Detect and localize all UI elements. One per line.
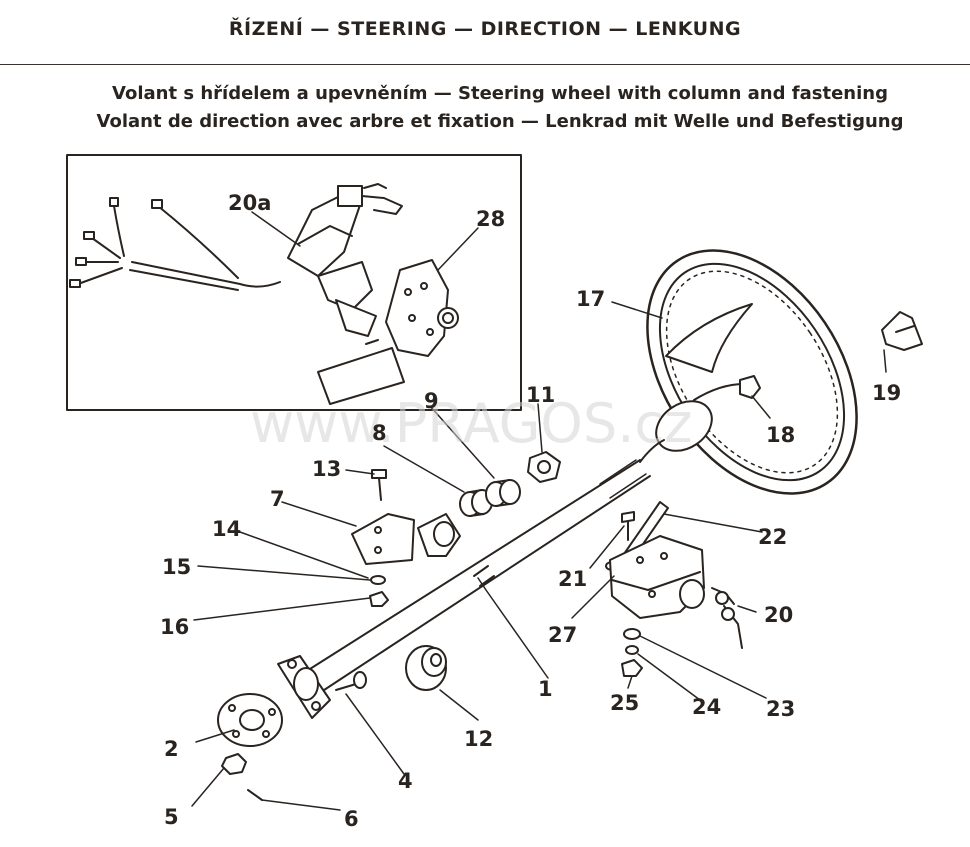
label-part-23: 23 [766, 697, 795, 721]
nut-25 [621, 659, 643, 677]
watermark: www.PRAGOS.cz [250, 392, 692, 455]
label-part-7: 7 [270, 487, 285, 511]
bolt-4 [335, 671, 367, 691]
nut-11 [527, 451, 561, 483]
label-part-9: 9 [424, 389, 439, 413]
subtitle-line-1: Volant s hřídelem a upevněním — Steering… [112, 83, 888, 104]
nut-16 [369, 591, 389, 607]
label-part-28: 28 [476, 207, 505, 231]
label-part-27: 27 [548, 623, 577, 647]
label-part-2: 2 [164, 737, 179, 761]
bracket-7 [351, 513, 461, 565]
label-part-8: 8 [372, 421, 387, 445]
label-part-5: 5 [164, 805, 179, 829]
label-part-25: 25 [610, 691, 639, 715]
horn-cover-19 [881, 311, 923, 351]
bolt-21 [621, 511, 635, 541]
label-part-19: 19 [872, 381, 901, 405]
label-part-6: 6 [344, 807, 359, 831]
washer-24 [625, 645, 639, 655]
label-part-22: 22 [758, 525, 787, 549]
washer-15 [370, 575, 386, 585]
column-shroud-inset [317, 339, 405, 405]
steering-wheel [639, 249, 858, 495]
label-part-14: 14 [212, 517, 241, 541]
inset-box [66, 154, 522, 411]
label-part-12: 12 [464, 727, 493, 751]
bracket-inset [385, 259, 459, 357]
label-part-1: 1 [538, 677, 553, 701]
label-part-13: 13 [312, 457, 341, 481]
page-title: ŘÍZENÍ — STEERING — DIRECTION — LENKUNG [228, 18, 742, 40]
label-part-18: 18 [766, 423, 795, 447]
ignition-switch-inset [287, 183, 403, 337]
sleeve-9 [485, 479, 521, 507]
label-part-20: 20 [764, 603, 793, 627]
wiring-harness [69, 197, 281, 291]
label-part-11: 11 [526, 383, 555, 407]
subtitle-line-2: Volant de direction avec arbre et fixati… [96, 111, 904, 132]
switch-bracket-20 [609, 535, 743, 649]
label-part-4: 4 [398, 769, 413, 793]
label-part-16: 16 [160, 615, 189, 639]
nut-5 [221, 753, 247, 775]
leader-lines [191, 211, 887, 811]
bolt-13 [371, 469, 387, 501]
label-part-15: 15 [162, 555, 191, 579]
flexible-coupling [217, 693, 283, 747]
bush-12 [405, 645, 447, 691]
column-flange [277, 655, 331, 719]
label-part-20a: 20a [228, 191, 271, 215]
washer-23 [623, 628, 641, 640]
label-part-24: 24 [692, 695, 721, 719]
label-part-17: 17 [576, 287, 605, 311]
title-divider [0, 64, 970, 65]
label-part-21: 21 [558, 567, 587, 591]
bolt-6 [247, 789, 263, 801]
